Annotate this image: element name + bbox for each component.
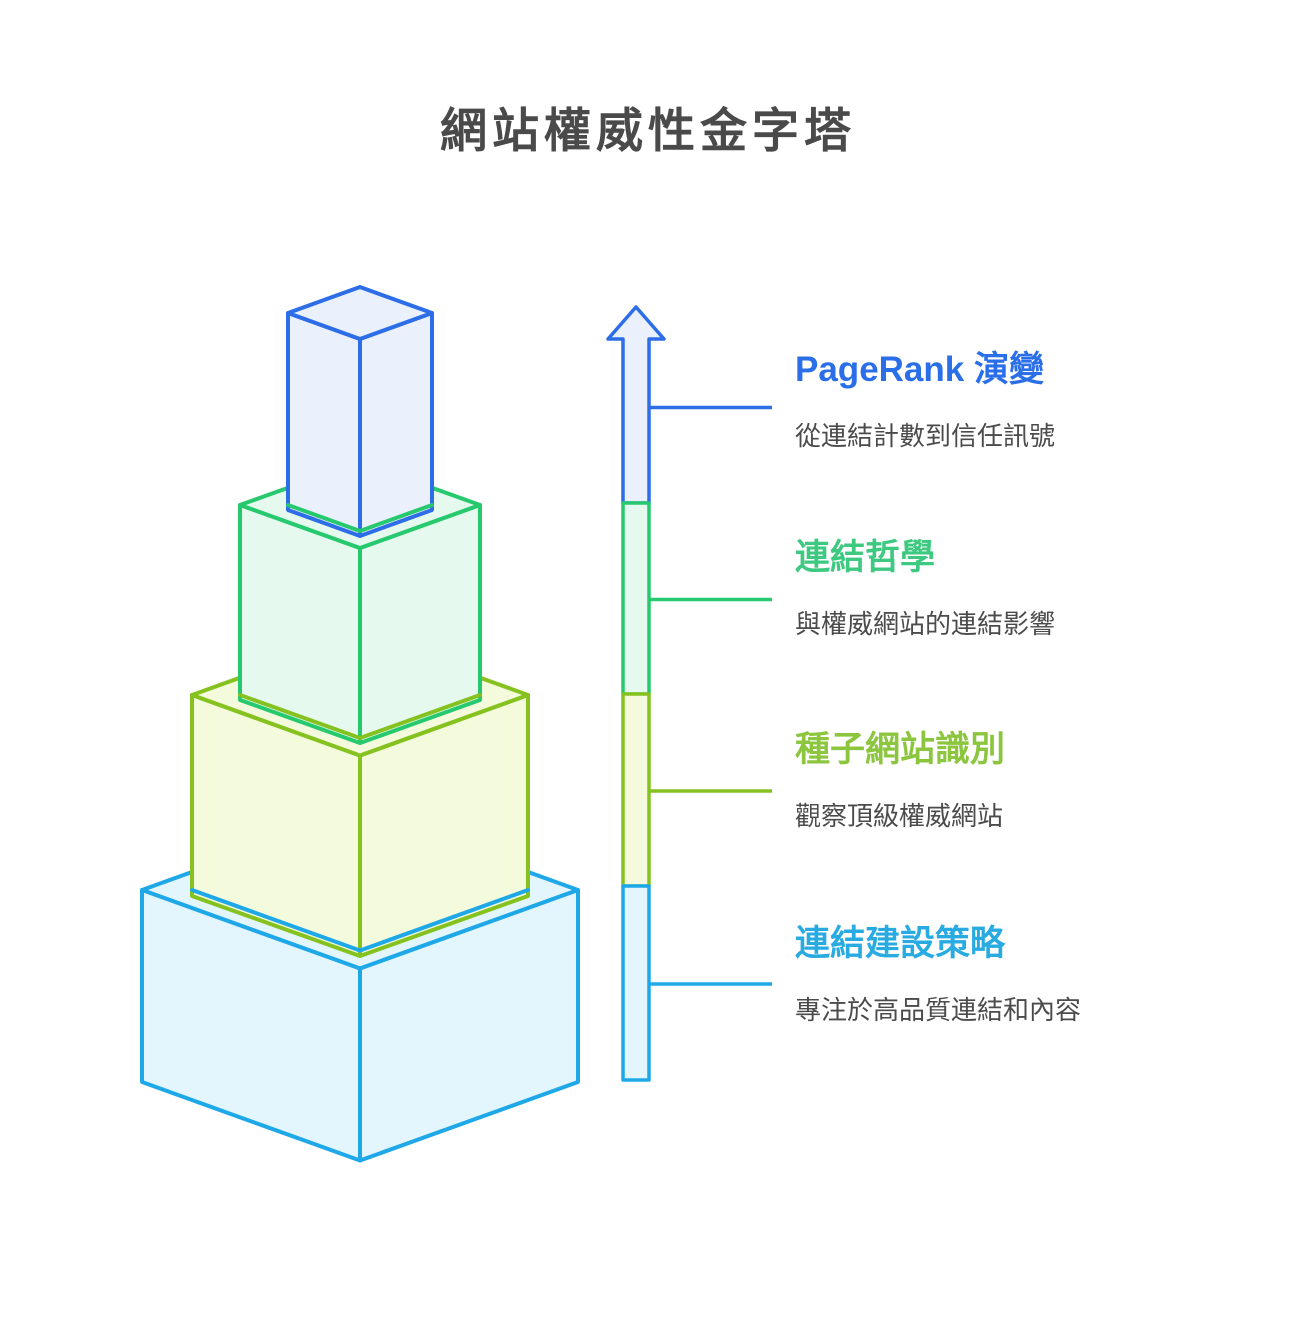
axis-segment-3 (621, 692, 651, 888)
level-label-link-building: 連結建設策略 專注於高品質連結和內容 (795, 924, 1235, 1026)
level-label-pagerank: PageRank 演變 從連結計數到信任訊號 (795, 350, 1235, 452)
level1-box-right-face (358, 311, 434, 538)
axis-segment-2 (621, 501, 651, 696)
level1-box-top-face (286, 285, 434, 341)
axis-arrow-head-and-segment-1 (606, 305, 666, 505)
level2-socket-outline (286, 503, 434, 533)
axis-segment-4 (621, 884, 651, 1082)
level-title-seed-sites: 種子網站識別 (795, 730, 1006, 769)
page-title: 網站權威性金字塔 (440, 104, 856, 157)
level4-socket-outline (190, 888, 530, 953)
level-desc-pagerank: 從連結計數到信任訊號 (795, 421, 1056, 451)
level4-box-right-face (358, 888, 580, 1163)
level-label-seed-sites: 種子網站識別 觀察頂級權威網站 (795, 730, 1235, 832)
level-title-pagerank: PageRank 演變 (795, 350, 1044, 389)
level-desc-seed-sites: 觀察頂級權威網站 (795, 801, 1004, 831)
level1-box-left-face (286, 311, 362, 538)
level-desc-link-philosophy: 與權威網站的連結影響 (795, 609, 1056, 639)
pyramid (140, 285, 580, 1163)
level-label-link-philosophy: 連結哲學 與權威網站的連結影響 (795, 538, 1235, 640)
level-title-link-philosophy: 連結哲學 (795, 538, 936, 577)
level-title-link-building: 連結建設策略 (795, 924, 1006, 963)
level-desc-link-building: 專注於高品質連結和內容 (795, 995, 1082, 1025)
axis-arrow (606, 305, 772, 1082)
level3-socket-outline (238, 693, 482, 740)
